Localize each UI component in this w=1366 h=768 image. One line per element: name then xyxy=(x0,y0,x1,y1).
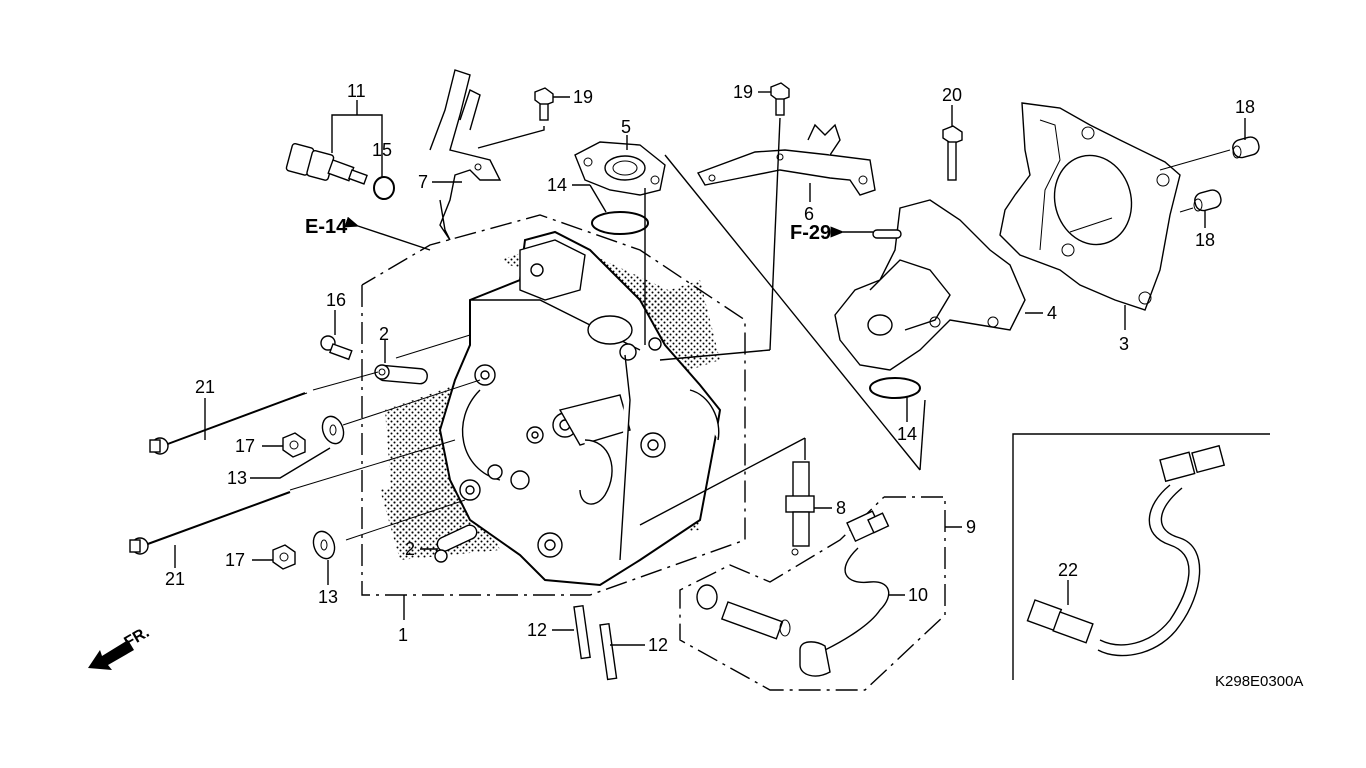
callout-11: 11 xyxy=(347,81,366,101)
callout-20: 20 xyxy=(942,85,962,105)
flange-bolt-right[interactable] xyxy=(770,82,790,116)
spark-plug[interactable] xyxy=(785,461,815,556)
callout-21-lower: 21 xyxy=(165,569,185,589)
temperature-sensor[interactable] xyxy=(285,142,368,185)
callout-9: 9 xyxy=(966,517,976,537)
bracket[interactable] xyxy=(696,123,876,196)
callout-10: 10 xyxy=(908,585,928,605)
dowel-collar-upper[interactable] xyxy=(1231,135,1261,159)
washer-lower[interactable] xyxy=(310,528,338,561)
washer-upper[interactable] xyxy=(319,413,347,446)
callout-13-lower: 13 xyxy=(318,587,338,607)
o-ring-small[interactable] xyxy=(373,176,395,200)
callout-3: 3 xyxy=(1119,334,1129,354)
callout-6: 6 xyxy=(804,204,814,224)
callout-2-lower: 2 xyxy=(405,539,415,559)
long-bolt-upper[interactable] xyxy=(149,392,308,455)
callout-5: 5 xyxy=(621,117,631,137)
callout-7: 7 xyxy=(418,172,428,192)
callout-22: 22 xyxy=(1058,560,1078,580)
callout-17-upper: 17 xyxy=(235,436,255,456)
inset-box xyxy=(1012,433,1270,680)
long-bolt-lower[interactable] xyxy=(129,491,291,555)
leader-lines xyxy=(174,91,1246,646)
cylinder-head-boundary xyxy=(361,214,746,596)
figure-code: K298E0300A xyxy=(1215,673,1303,690)
front-direction-arrow: FR. xyxy=(88,624,152,670)
callout-12-left: 12 xyxy=(527,620,547,640)
flange-bolt-left[interactable] xyxy=(534,87,554,121)
callout-4: 4 xyxy=(1047,303,1057,323)
flange-bolt-long[interactable] xyxy=(942,125,963,181)
wire-clamp-stay[interactable] xyxy=(429,69,502,241)
reference-e14[interactable]: E-14 xyxy=(305,216,348,238)
head-gasket[interactable] xyxy=(999,102,1181,311)
callout-21-upper: 21 xyxy=(195,377,215,397)
stud-bolt-left[interactable] xyxy=(573,604,591,660)
callout-18-lower: 18 xyxy=(1195,230,1215,250)
small-bolt[interactable] xyxy=(320,335,353,361)
sensor-body[interactable] xyxy=(696,584,791,640)
callout-17-lower: 17 xyxy=(225,550,245,570)
sensor-harness[interactable] xyxy=(799,510,890,677)
sensor-alt[interactable] xyxy=(1026,444,1226,657)
callout-14-upper: 14 xyxy=(547,175,567,195)
callout-12-right: 12 xyxy=(648,635,668,655)
dowel-pin-lower[interactable] xyxy=(434,523,479,563)
intake-pipe[interactable] xyxy=(834,199,1026,371)
sensor-assembly-boundary xyxy=(679,496,946,691)
nut-upper[interactable] xyxy=(282,432,306,458)
callout-15: 15 xyxy=(372,140,392,160)
callout-2-upper: 2 xyxy=(379,324,389,344)
stud-bolt-right[interactable] xyxy=(599,622,618,681)
o-ring-lower[interactable] xyxy=(869,377,921,399)
callout-13-upper: 13 xyxy=(227,468,247,488)
o-ring-upper[interactable] xyxy=(591,211,649,235)
nut-lower[interactable] xyxy=(272,544,296,570)
callout-19-right: 19 xyxy=(733,82,753,102)
callout-14-lower: 14 xyxy=(897,424,917,444)
reference-f29[interactable]: F-29 xyxy=(790,222,831,244)
insulator[interactable] xyxy=(574,141,666,196)
callout-1: 1 xyxy=(398,625,408,645)
dowel-collar-lower[interactable] xyxy=(1193,188,1223,212)
callout-18-upper: 18 xyxy=(1235,97,1255,117)
callout-16: 16 xyxy=(326,290,346,310)
callout-8: 8 xyxy=(836,498,846,518)
dowel-pin-upper[interactable] xyxy=(374,364,428,385)
callout-19-left: 19 xyxy=(573,87,593,107)
cylinder-head[interactable] xyxy=(438,230,722,587)
